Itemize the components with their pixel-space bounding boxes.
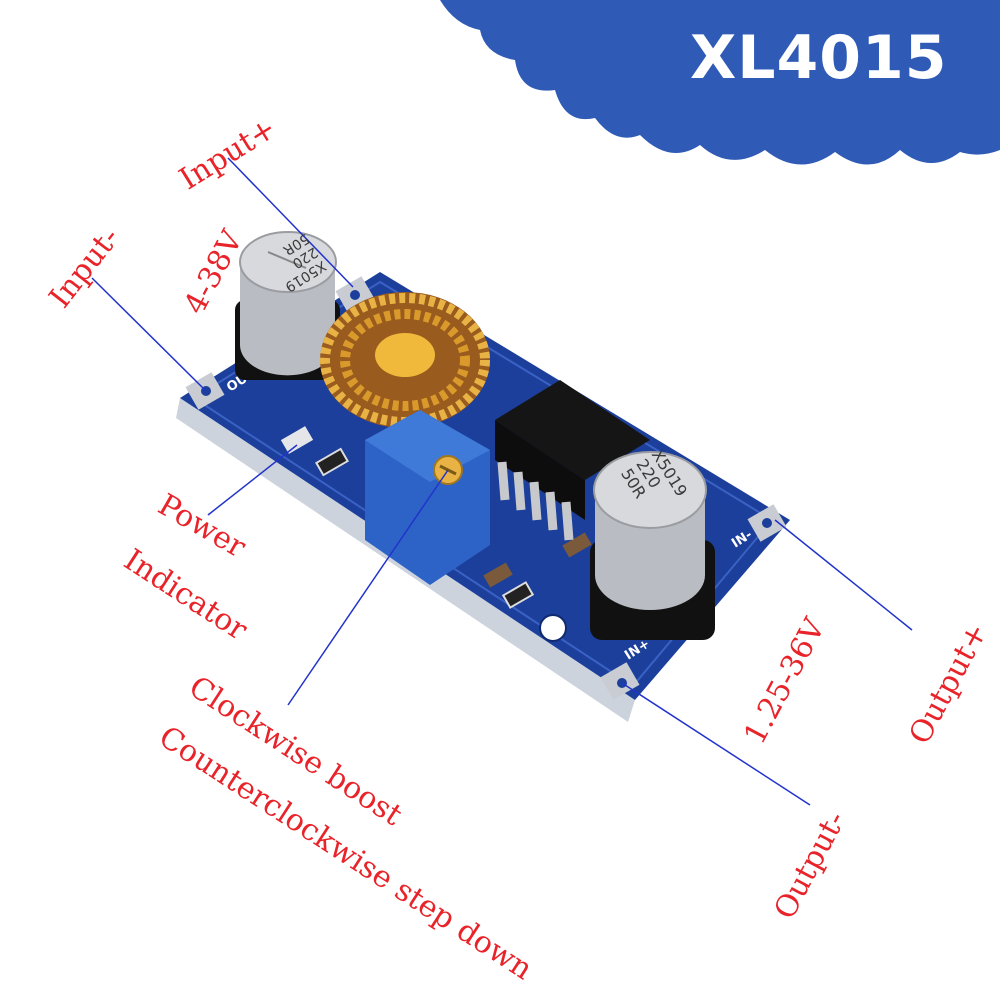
toroid-inductor [320, 292, 490, 428]
power-led [280, 426, 314, 454]
regulator-ic [495, 380, 650, 541]
title-banner [440, 0, 1000, 165]
product-title: XL4015 [690, 23, 948, 93]
capacitor-right: X5019 [590, 446, 715, 640]
mounting-hole [539, 614, 567, 642]
pointer-lines [91, 157, 913, 806]
capacitor-left: X5019 [235, 231, 340, 380]
